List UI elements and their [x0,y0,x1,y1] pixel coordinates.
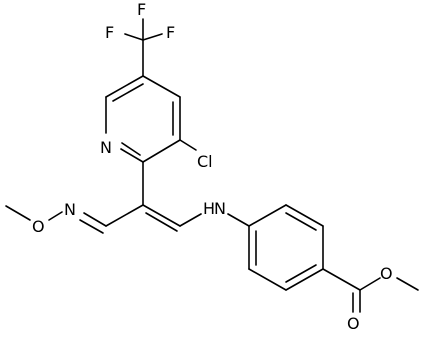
bond-c-o-ester [359,277,381,291]
methoxyimino-group: N O [5,200,107,236]
bond-ring-top-left-inner [112,83,144,102]
bond-c-cl [179,139,197,151]
bond-nh-benzene [227,213,250,227]
atom-o-carbonyl: O [347,314,360,333]
pyridine-ring: N [100,75,181,163]
atom-n-oxime: N [64,200,76,219]
atom-n-pyridine: N [100,138,112,157]
bond-bz-2-inner [285,212,317,231]
methyl-ester-group: O O [322,264,419,333]
bond-chain-nh [179,213,202,227]
propenyl-chain [105,161,181,232]
bond-ring-bottom-left-inner [121,142,141,156]
bond-ring-bottom-right [142,139,181,163]
bond-c-f-left [124,33,144,41]
atom-f-top: F [137,0,146,19]
trifluoromethyl-group: F F F [105,0,175,77]
bond-n-o [48,211,63,221]
bond-ring-bottom-left [120,148,144,163]
bond-o-methyl [5,205,31,221]
atom-nh-h: H [203,199,215,218]
bond-ch-n-double [79,219,104,234]
atom-o-oxime: O [32,217,45,236]
bond-bz-4-inner [285,264,317,283]
bond-bz-4 [285,268,324,291]
atom-f-left: F [105,23,114,42]
bond-ring-top-right [142,75,181,98]
atom-o-ester: O [380,264,393,283]
bond-ring-carbonyl [322,268,361,291]
bond-bz-1 [248,204,287,227]
bond-chain-right [142,204,181,227]
atom-cl: Cl [197,152,213,171]
bond-chain-left [105,204,144,227]
bond-bz-2 [285,204,324,227]
atom-f-right: F [166,23,175,42]
atom-nh-n: N [214,199,226,218]
bond-c-f-right [142,33,163,41]
benzene-ring [248,204,324,291]
bond-ch-n [83,212,107,227]
bond-chain-right-double [145,212,178,232]
bond-o-methyl-ester [396,277,419,291]
bond-bz-5 [248,268,287,291]
bond-ring-top-left [105,75,144,98]
